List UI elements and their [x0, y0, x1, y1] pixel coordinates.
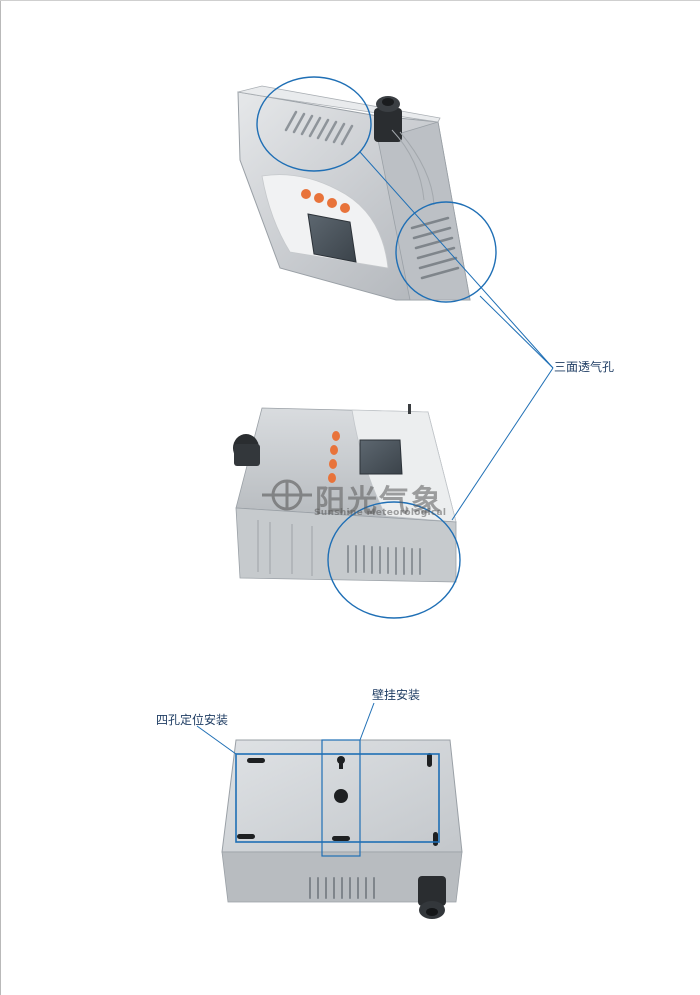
frame-border-left [0, 0, 1, 995]
callout-label-four-hole: 四孔定位安装 [156, 713, 229, 727]
callout-circle-side-vent [395, 201, 497, 303]
device-angled-view [237, 85, 471, 301]
watermark-name-cn: 阳光气象 [315, 484, 443, 519]
callout-circle-front-vent [327, 501, 461, 619]
wall-mount-outline [321, 739, 361, 857]
four-hole-outline [235, 753, 440, 843]
watermark-name-en: Sunshine Meteorological [314, 508, 447, 518]
callout-label-vents: 三面透气孔 [554, 360, 615, 374]
device-back-view [221, 739, 463, 919]
watermark-logo-icon [262, 479, 312, 511]
callout-circle-top-vent [256, 76, 372, 172]
frame-border-top [0, 0, 700, 1]
callout-label-wall-mount: 壁挂安装 [372, 688, 421, 702]
